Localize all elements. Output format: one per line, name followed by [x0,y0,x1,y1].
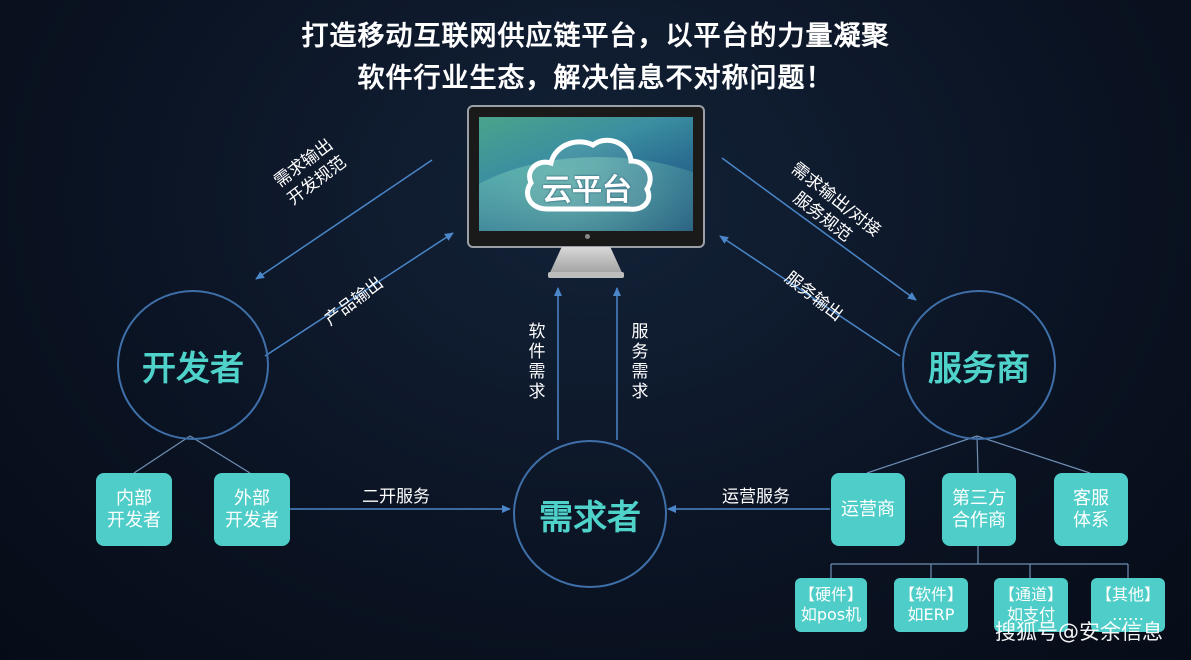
label-secondary-dev: 二开服务 [362,487,430,507]
internal-developer-box: 内部 开发者 [96,473,172,546]
channel-box: 【通道】 如支付 [994,578,1068,632]
arrow-platform-to-developer [255,159,433,280]
label-software-demand: 软件需求 [528,322,546,402]
customer-service-box: 客服 体系 [1054,473,1128,546]
software-box: 【软件】 如ERP [894,578,968,632]
arrow-provider-to-platform [719,235,901,357]
arrow-platform-to-provider [721,157,917,301]
operator-box: 运营商 [831,473,905,546]
cloud-platform-label: 云平台 [542,173,632,208]
service-provider-label: 服务商 [928,348,1030,389]
cloud-icon: 云平台 [517,131,657,221]
developer-label: 开发者 [142,348,244,389]
hardware-box: 【硬件】 如pos机 [795,578,867,632]
demander-node: 需求者 [513,440,667,588]
developer-node: 开发者 [117,290,269,440]
title-line-2: 软件行业生态，解决信息不对称问题！ [357,63,834,94]
watermark: 搜狐号@安余信息 [995,620,1163,644]
label-service-demand: 服务需求 [631,322,649,402]
third-party-box: 第三方 合作商 [942,473,1016,546]
monitor-stand-base [548,272,624,278]
arrow-developer-to-platform [264,232,454,357]
external-developer-box: 外部 开发者 [214,473,290,546]
demander-label: 需求者 [539,497,641,538]
label-ops-service: 运营服务 [722,487,790,507]
monitor-screen: 云平台 [479,117,693,231]
service-provider-node: 服务商 [902,290,1056,440]
title-line-1: 打造移动互联网供应链平台，以平台的力量凝聚 [301,21,890,52]
other-box: 【其他】 …… [1091,578,1165,632]
monitor-icon: 云平台 [467,105,705,248]
